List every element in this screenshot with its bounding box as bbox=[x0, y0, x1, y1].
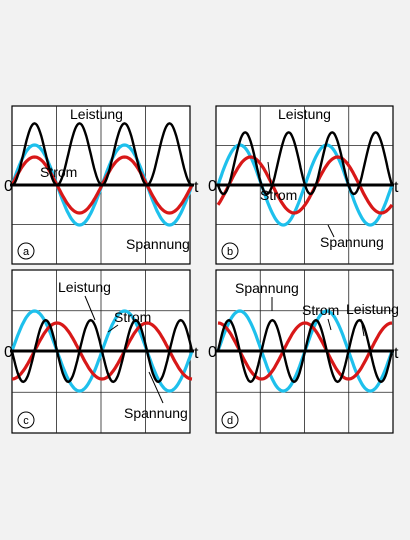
leistung-label: Leistung bbox=[58, 279, 111, 295]
panel-letter-badge bbox=[221, 242, 239, 260]
panel-letter: c bbox=[23, 415, 29, 427]
strom-label: Strom bbox=[114, 309, 151, 325]
panel-letter-badge bbox=[17, 242, 35, 260]
origin-label: 0 bbox=[4, 344, 13, 361]
leistung-label: Leistung bbox=[346, 301, 399, 317]
label-leader bbox=[360, 318, 365, 337]
label-leader bbox=[327, 224, 335, 238]
leistung-label: Leistung bbox=[278, 106, 331, 122]
origin-label: 0 bbox=[4, 178, 13, 195]
spannung-label: Spannung bbox=[320, 234, 384, 250]
label-leader bbox=[84, 295, 96, 321]
strom-label: Strom bbox=[40, 164, 77, 180]
strom-label: Strom bbox=[302, 302, 339, 318]
origin-label: 0 bbox=[208, 344, 217, 361]
time-axis-label: t bbox=[194, 179, 199, 196]
time-axis-label: t bbox=[394, 345, 399, 362]
panel-letter-badge bbox=[17, 411, 35, 429]
strom-label: Strom bbox=[260, 187, 297, 203]
panel-letter: d bbox=[227, 415, 233, 427]
leistung-label: Leistung bbox=[70, 106, 123, 122]
label-leader bbox=[267, 161, 272, 187]
label-leader bbox=[148, 371, 164, 404]
spannung-label: Spannung bbox=[235, 280, 299, 296]
strom-curve bbox=[11, 321, 193, 381]
panel-letter: a bbox=[23, 246, 30, 258]
origin-label: 0 bbox=[208, 178, 217, 195]
spannung-label: Spannung bbox=[126, 236, 190, 252]
label-leader bbox=[107, 324, 119, 333]
panel-letter: b bbox=[227, 246, 233, 258]
strom-curve bbox=[217, 321, 393, 381]
label-leader bbox=[327, 318, 332, 331]
spannung-label: Spannung bbox=[124, 405, 188, 421]
time-axis-label: t bbox=[394, 179, 399, 196]
strom-curve bbox=[216, 155, 394, 215]
time-axis-label: t bbox=[194, 345, 199, 362]
panel-letter-badge bbox=[221, 411, 239, 429]
